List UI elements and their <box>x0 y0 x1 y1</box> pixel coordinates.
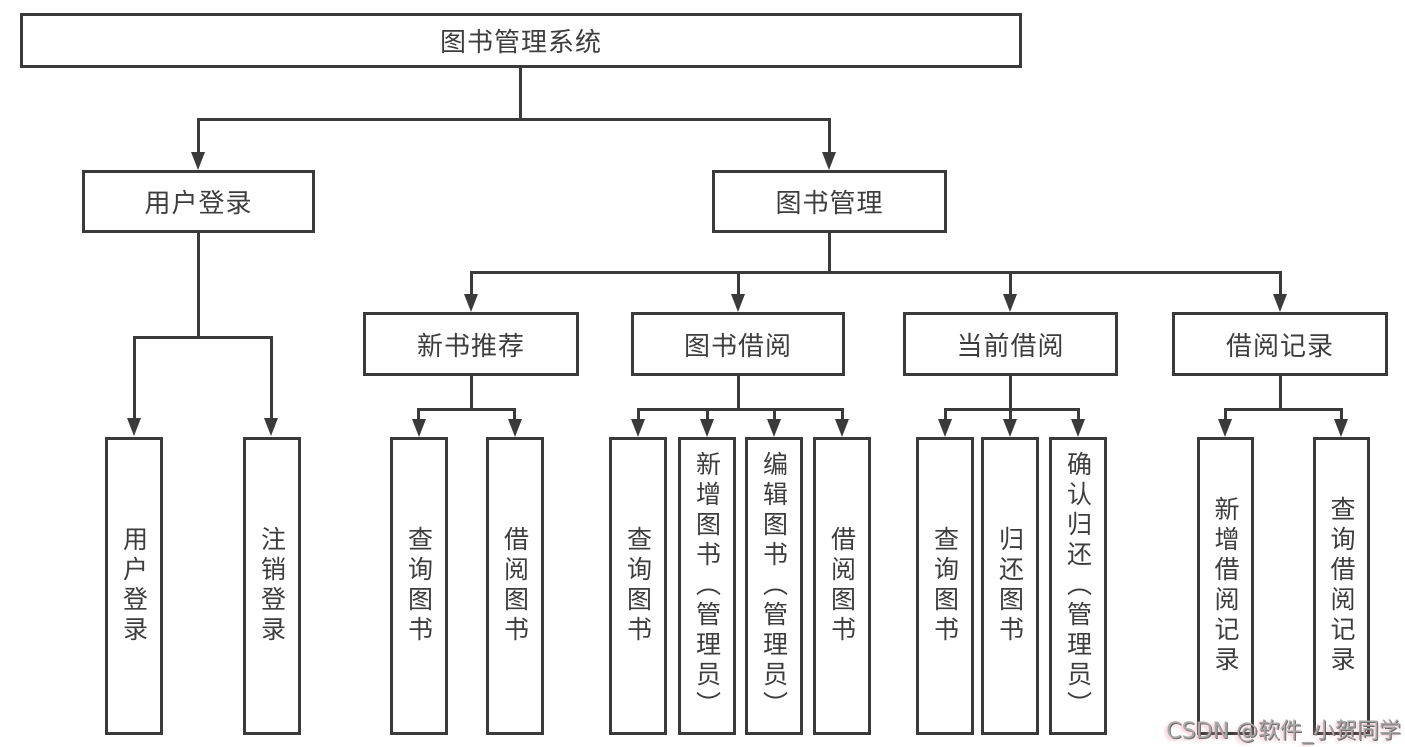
leaf-borrow-book-recommend: 借阅图书 <box>486 437 544 735</box>
leaf-query-book-current: 查询图书 <box>916 437 974 735</box>
connector-vline <box>197 233 200 336</box>
connector-vline <box>1279 376 1282 408</box>
node-user-login: 用户登录 <box>82 170 315 233</box>
arrow-down-icon <box>1273 294 1287 312</box>
connector-vline <box>773 408 776 419</box>
node-book-borrowing: 图书借阅 <box>631 312 845 376</box>
leaf-add-book-admin: 新增图书（管理员） <box>678 437 736 735</box>
node-library-management-system: 图书管理系统 <box>20 13 1022 68</box>
connector-vline <box>637 408 640 419</box>
connector-hline <box>417 408 516 411</box>
node-current-borrowing: 当前借阅 <box>903 312 1118 376</box>
connector-vline <box>513 408 516 419</box>
connector-vline <box>1224 408 1227 419</box>
arrow-down-icon <box>127 418 141 436</box>
arrow-down-icon <box>938 419 952 437</box>
connector-vline <box>828 233 831 271</box>
connector-vline <box>1077 408 1080 419</box>
connector-vline <box>841 408 844 419</box>
connector-vline <box>944 408 947 419</box>
arrow-down-icon <box>264 418 278 436</box>
leaf-logout: 注销登录 <box>243 437 301 735</box>
arrow-down-icon <box>731 294 745 312</box>
connector-hline <box>133 336 273 339</box>
connector-vline <box>470 271 473 294</box>
connector-vline <box>706 408 709 419</box>
leaf-user-login: 用户登录 <box>105 437 163 735</box>
arrow-down-icon <box>508 419 522 437</box>
connector-hline <box>637 408 843 411</box>
arrow-down-icon <box>1003 294 1017 312</box>
csdn-watermark: CSDN @软件_小贺同学 <box>1166 719 1401 744</box>
connector-vline <box>1279 271 1282 294</box>
arrow-down-icon <box>191 152 205 170</box>
arrow-down-icon <box>835 419 849 437</box>
arrow-down-icon <box>822 152 836 170</box>
node-new-book-recommend: 新书推荐 <box>363 312 579 376</box>
arrow-down-icon <box>631 419 645 437</box>
connector-vline <box>470 376 473 408</box>
arrow-down-icon <box>1003 419 1017 437</box>
node-borrowing-records: 借阅记录 <box>1172 312 1388 376</box>
arrow-down-icon <box>700 419 714 437</box>
connector-vline <box>1009 376 1012 408</box>
leaf-query-borrow-record: 查询借阅记录 <box>1313 437 1370 735</box>
connector-vline <box>519 68 522 118</box>
leaf-confirm-return-admin: 确认归还（管理员） <box>1049 437 1107 735</box>
arrow-down-icon <box>767 419 781 437</box>
leaf-return-book: 归还图书 <box>981 437 1039 735</box>
connector-hline <box>1224 408 1343 411</box>
leaf-query-book-recommend: 查询图书 <box>390 437 448 735</box>
arrow-down-icon <box>412 419 426 437</box>
arrow-down-icon <box>1334 419 1348 437</box>
leaf-query-book-borrow: 查询图书 <box>609 437 667 735</box>
arrow-down-icon <box>1071 419 1085 437</box>
connector-vline <box>1009 408 1012 419</box>
arrow-down-icon <box>1218 419 1232 437</box>
leaf-add-borrow-record: 新增借阅记录 <box>1197 437 1254 735</box>
connector-vline <box>133 336 136 418</box>
connector-vline <box>417 408 420 419</box>
connector-vline <box>737 271 740 294</box>
connector-vline <box>270 336 273 418</box>
connector-vline <box>197 118 200 152</box>
connector-vline <box>1340 408 1343 419</box>
connector-hline <box>197 118 831 121</box>
node-book-management: 图书管理 <box>712 170 947 233</box>
arrow-down-icon <box>464 294 478 312</box>
connector-vline <box>828 118 831 152</box>
leaf-edit-book-admin: 编辑图书（管理员） <box>745 437 803 735</box>
connector-vline <box>1009 271 1012 294</box>
leaf-borrow-book: 借阅图书 <box>813 437 871 735</box>
connector-vline <box>737 376 740 408</box>
connector-hline <box>470 271 1281 274</box>
